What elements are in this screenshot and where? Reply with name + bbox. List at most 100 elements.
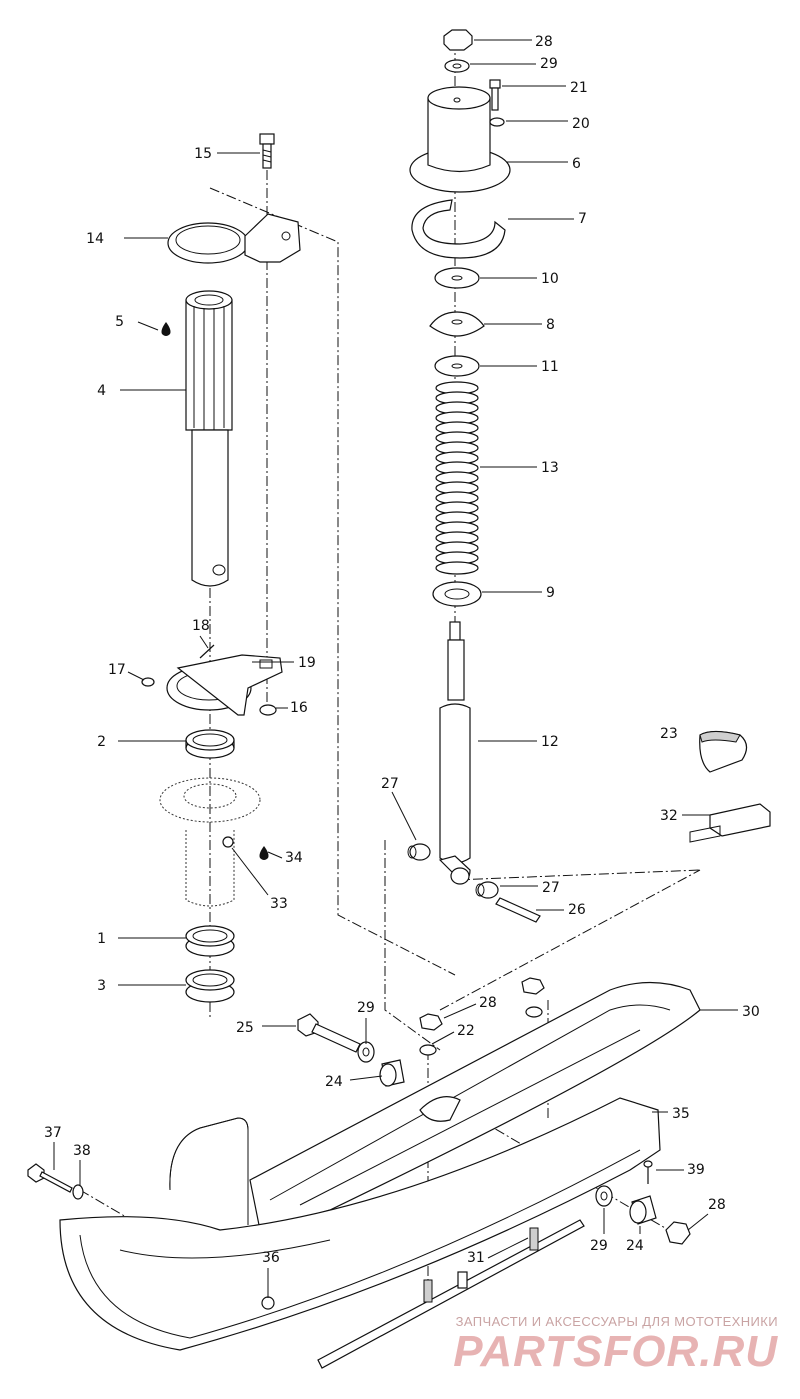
part-13-spring	[435, 381, 479, 575]
callout-label-8: 8	[546, 317, 555, 333]
part-24-bushing-low	[629, 1195, 657, 1225]
callout-label-34: 34	[285, 850, 303, 866]
leader-line-28	[443, 1003, 477, 1019]
leader-line-28	[687, 1213, 709, 1231]
callout-label-11: 11	[541, 359, 559, 375]
housing-phantom	[159, 777, 261, 907]
part-10-washer	[434, 267, 480, 289]
callout-label-27: 27	[542, 880, 560, 896]
leader-line-27	[391, 791, 417, 841]
callout-label-39: 39	[687, 1162, 705, 1178]
part-24-bushing-mid	[379, 1059, 405, 1087]
part-6-spring-cap	[409, 86, 511, 193]
part-16-nut	[259, 704, 277, 716]
callout-label-13: 13	[541, 460, 559, 476]
leader-line-22	[431, 1031, 455, 1045]
oil-drop-icon	[259, 846, 269, 860]
callout-label-5: 5	[115, 314, 124, 330]
callout-label-25: 25	[236, 1020, 254, 1036]
callout-label-36: 36	[262, 1250, 280, 1266]
callout-label-29: 29	[540, 56, 558, 72]
callout-label-37: 37	[44, 1125, 62, 1141]
part-29-washer-b	[525, 1006, 543, 1018]
leader-line-5	[137, 321, 159, 331]
part-29-washer-top	[444, 59, 470, 73]
callout-label-29: 29	[590, 1238, 608, 1254]
leader-line-17	[127, 671, 145, 681]
callout-label-1: 1	[97, 931, 106, 947]
callout-label-2: 2	[97, 734, 106, 750]
part-23-cap	[699, 730, 748, 773]
part-21-screw	[489, 79, 501, 111]
callout-label-28: 28	[479, 995, 497, 1011]
callout-label-28: 28	[708, 1197, 726, 1213]
ski-handle	[169, 1117, 249, 1225]
callout-label-19: 19	[298, 655, 316, 671]
part-15-bolt	[259, 133, 275, 169]
callout-label-21: 21	[570, 80, 588, 96]
part-9-washer	[432, 581, 482, 607]
callout-label-7: 7	[578, 211, 587, 227]
callout-label-4: 4	[97, 383, 106, 399]
watermark-subtitle: ЗАПЧАСТИ И АКСЕССУАРЫ ДЛЯ МОТОТЕХНИКИ	[455, 1314, 778, 1329]
part-3-bushing	[185, 969, 235, 1003]
leader-line-34	[267, 851, 283, 859]
callout-label-14: 14	[86, 231, 104, 247]
leader-line-24	[349, 1075, 383, 1081]
callout-label-29: 29	[357, 1000, 375, 1016]
callout-label-33: 33	[270, 896, 288, 912]
part-38-washer	[72, 1184, 84, 1200]
part-2-bushing	[185, 729, 235, 759]
callout-label-31: 31	[467, 1250, 485, 1266]
callout-label-27: 27	[381, 776, 399, 792]
leader-lines	[53, 39, 738, 1298]
part-29-washer-mid	[357, 1041, 375, 1063]
leader-line-33	[231, 847, 269, 896]
part-22-washer	[419, 1044, 437, 1056]
callout-label-3: 3	[97, 978, 106, 994]
callout-label-24: 24	[626, 1238, 644, 1254]
part-20-lockwasher	[489, 117, 505, 127]
callout-label-18: 18	[192, 618, 210, 634]
part-37-bolt	[27, 1163, 73, 1193]
callout-label-38: 38	[73, 1143, 91, 1159]
callout-label-16: 16	[290, 700, 308, 716]
part-32-plate	[689, 803, 771, 843]
part-25-bolt	[297, 1013, 361, 1053]
callout-label-26: 26	[568, 902, 586, 918]
callout-label-6: 6	[572, 156, 581, 172]
callout-label-12: 12	[541, 734, 559, 750]
callout-label-9: 9	[546, 585, 555, 601]
part-36-nut	[261, 1296, 275, 1310]
callout-label-20: 20	[572, 116, 590, 132]
watermark-logo: PARTSFOR.RU	[453, 1327, 778, 1376]
part-28-nut-top	[443, 29, 473, 51]
part-14-clamp-bracket	[167, 213, 301, 264]
part-18-screw	[199, 644, 215, 659]
part-19-nut	[141, 677, 155, 687]
part-1-bushing	[185, 925, 235, 957]
part-35-ski-body	[59, 1097, 661, 1351]
leader-line-18	[199, 635, 209, 649]
part-27-bushing-right	[475, 881, 499, 899]
part-12-shock-absorber	[438, 621, 471, 885]
callout-label-10: 10	[541, 271, 559, 287]
leader-line-31	[487, 1237, 529, 1259]
callout-label-17: 17	[108, 662, 126, 678]
part-8-seat	[429, 311, 485, 337]
part-30-ski	[249, 981, 701, 1231]
callout-label-30: 30	[742, 1004, 760, 1020]
callout-label-28: 28	[535, 34, 553, 50]
part-39-rivet	[643, 1160, 653, 1184]
part-27-bushing-left	[407, 843, 431, 861]
part-7-retaining-ring	[411, 199, 506, 259]
oil-drop-icon	[161, 322, 171, 336]
part-28-nut-mid-a	[419, 1013, 443, 1031]
callout-label-22: 22	[457, 1023, 475, 1039]
callout-label-35: 35	[672, 1106, 690, 1122]
callout-label-24: 24	[325, 1074, 343, 1090]
part-29-washer-low	[595, 1185, 613, 1207]
callout-label-32: 32	[660, 808, 678, 824]
